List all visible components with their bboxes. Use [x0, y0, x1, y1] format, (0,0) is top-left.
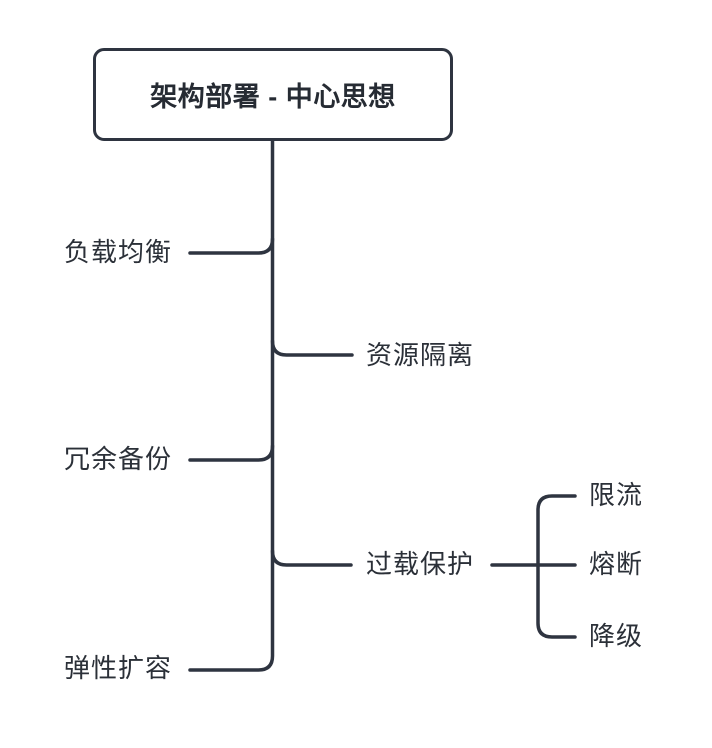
- branch-node-load-balancing[interactable]: 负载均衡: [64, 236, 173, 267]
- branch-node-elastic-scaling[interactable]: 弹性扩容: [64, 652, 173, 683]
- branch-line-load-balancing: [188, 237, 275, 255]
- branch-line-overload-protection: [270, 549, 353, 567]
- root-node-label: 架构部署 - 中心思想: [150, 82, 396, 112]
- branch-line-redundant-backup: [188, 444, 275, 462]
- branch-node-overload-protection[interactable]: 过载保护: [366, 548, 475, 579]
- branch-node-redundant-backup[interactable]: 冗余备份: [64, 443, 173, 474]
- branch-node-resource-isolation[interactable]: 资源隔离: [366, 339, 475, 370]
- branch-node-rate-limiting[interactable]: 限流: [589, 479, 644, 510]
- trunk-line: [188, 138, 275, 672]
- branch-node-degradation[interactable]: 降级: [589, 620, 644, 651]
- root-node[interactable]: 架构部署 - 中心思想: [93, 48, 453, 141]
- branch-line-resource-isolation: [270, 339, 354, 357]
- branch-node-circuit-breaking[interactable]: 熔断: [589, 548, 644, 579]
